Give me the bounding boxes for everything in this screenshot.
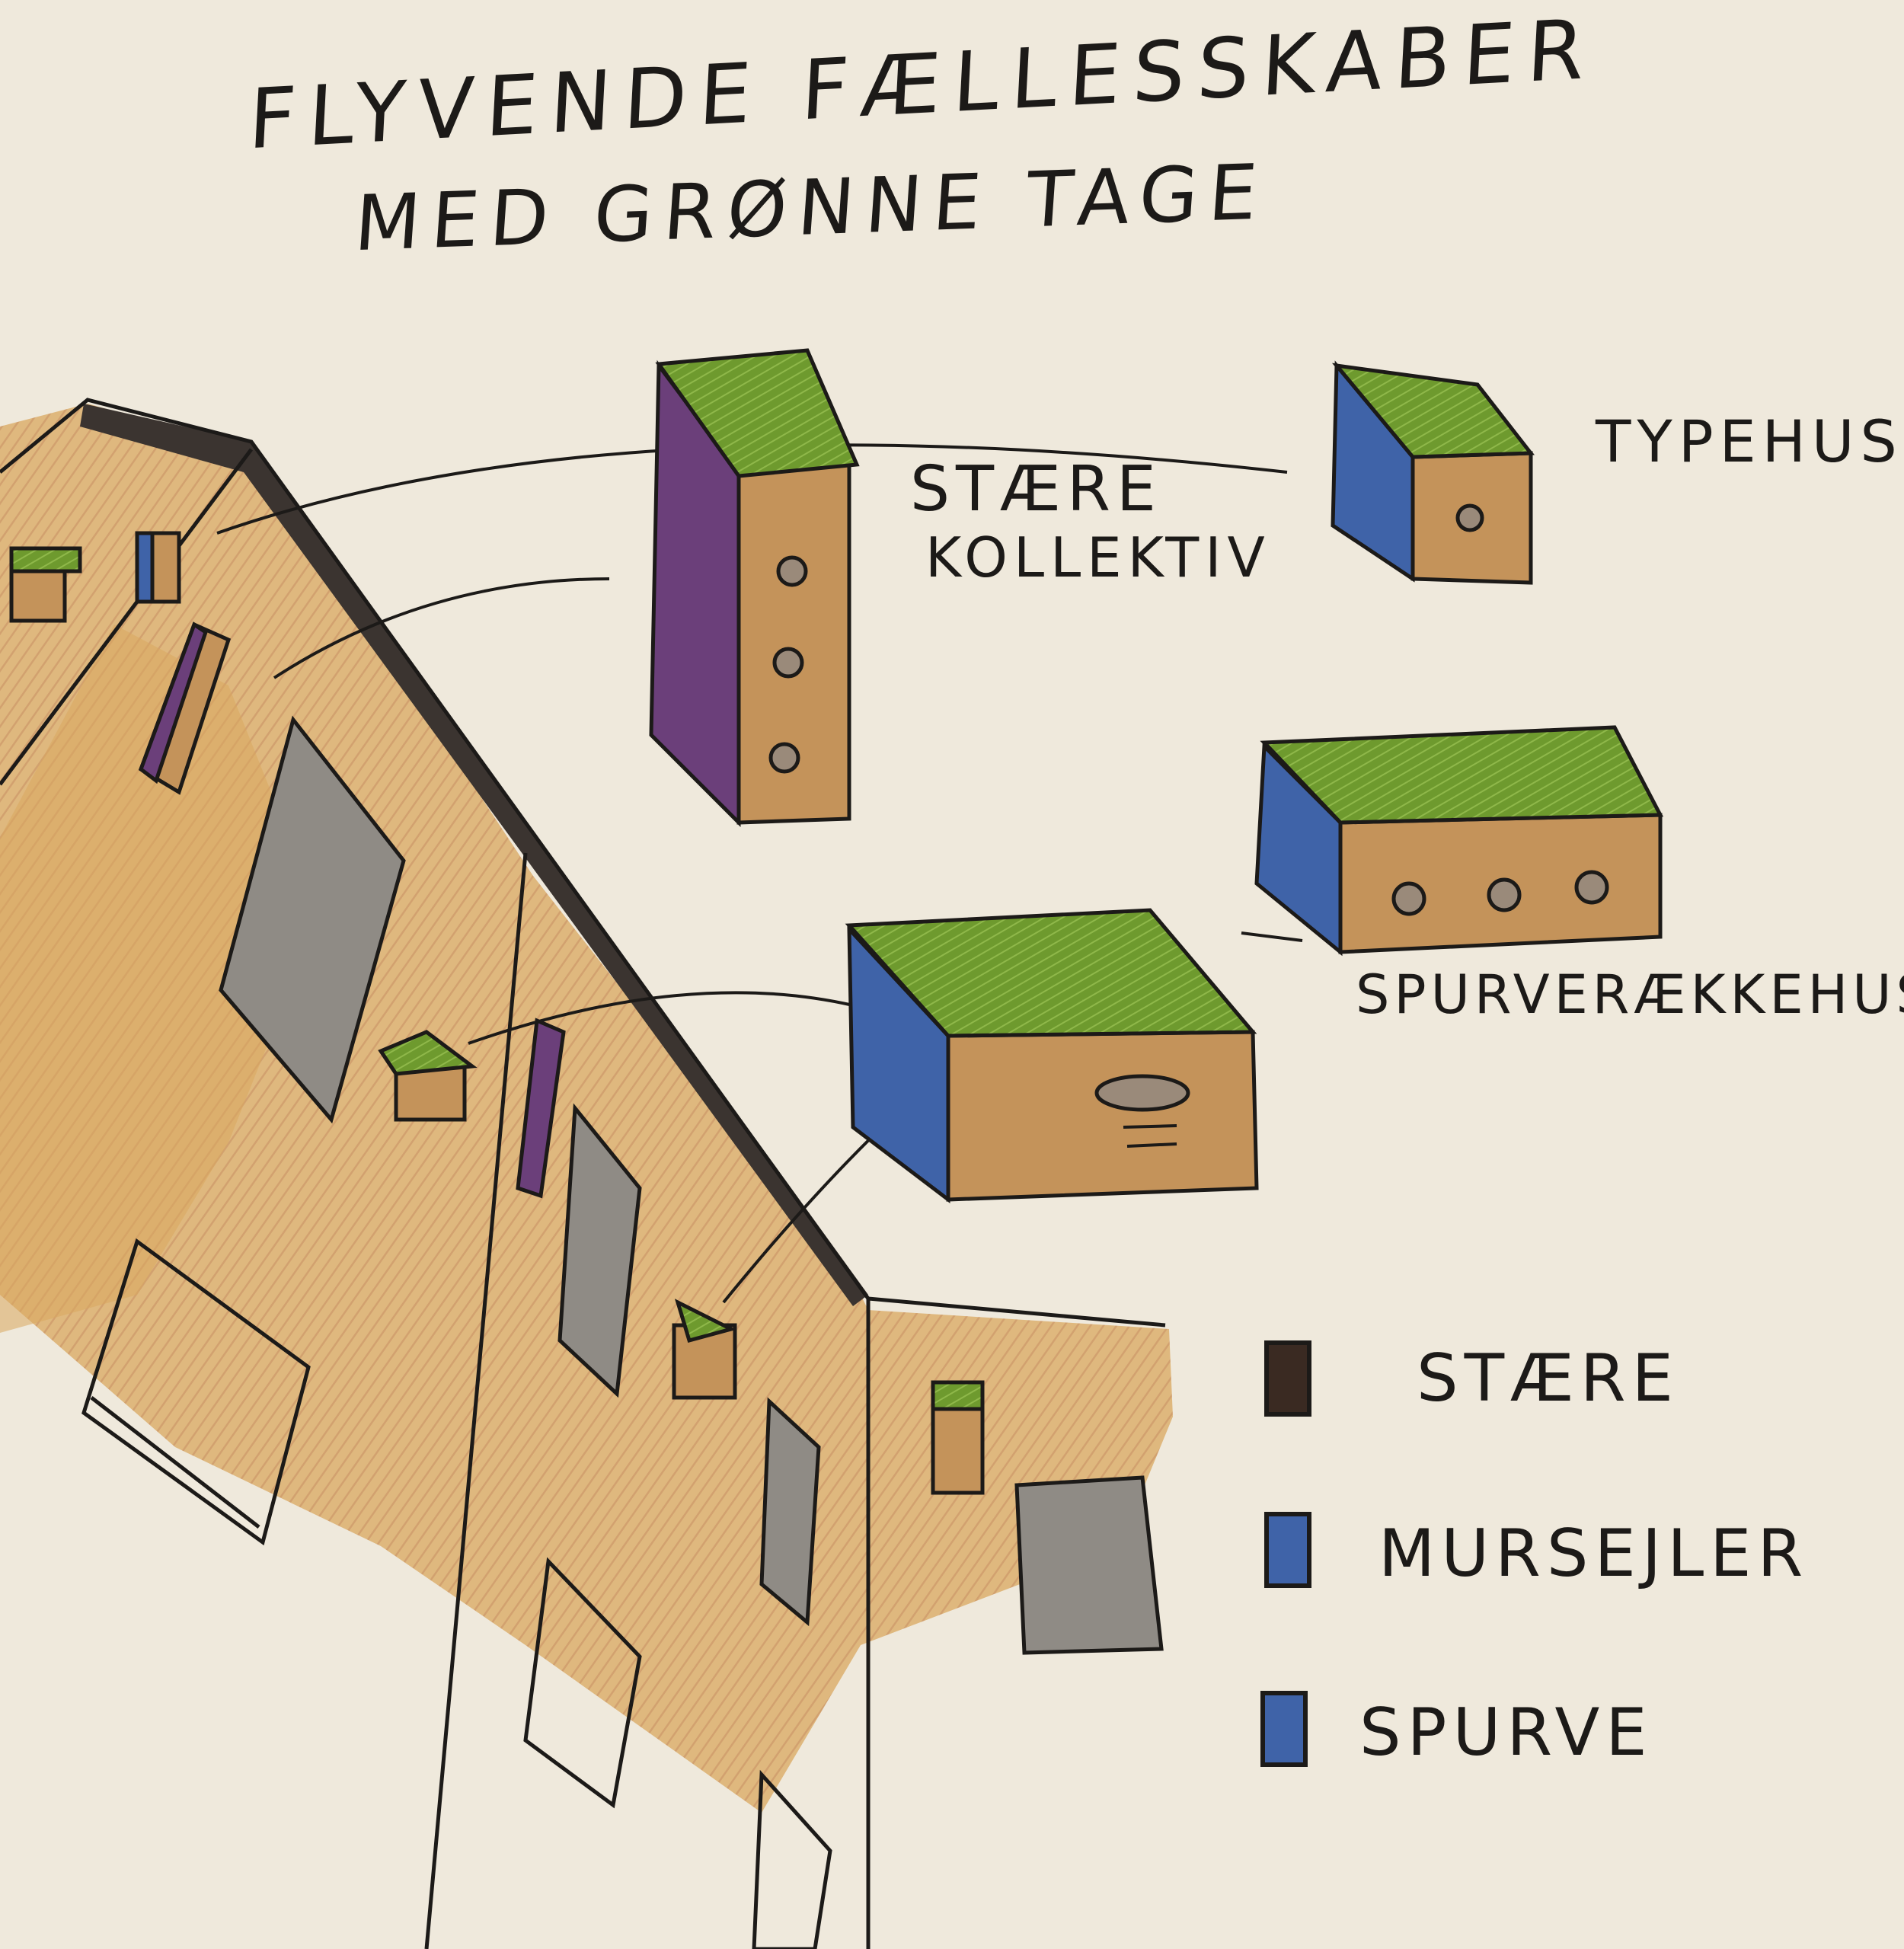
spurve-hole-1 (1391, 881, 1426, 916)
legend-swatch-mursejler (1264, 1512, 1311, 1588)
wall-windows (81, 715, 1164, 1949)
spurve-house (1254, 725, 1664, 957)
spurve-hole-3 (1574, 870, 1609, 905)
building-wall-light (0, 625, 320, 1333)
mursejler-marks (1123, 1124, 1177, 1148)
legend-label-mursejler: MURSEJLER (1378, 1516, 1810, 1592)
mursejler-roof (845, 908, 1257, 1038)
window-right-lower (759, 1397, 821, 1627)
window-large-upper (219, 715, 406, 1124)
wall-birdhouse-1-roof (9, 546, 82, 574)
building-corner-line-2 (0, 448, 253, 786)
legend-swatch-spurve (1260, 1691, 1308, 1767)
building-corner-line (424, 852, 528, 1949)
wall-birdhouse-7 (931, 1403, 985, 1495)
label-typehus: TYPEHUS (1596, 407, 1903, 475)
window-outline-left (81, 1238, 311, 1546)
leader-line-staere (273, 577, 610, 679)
label-spurveraekkehus: SPURVERÆKKEHUS (1356, 963, 1904, 1026)
wall-birdhouse-6-roof (674, 1299, 736, 1344)
wall-birdhouse-7-roof (931, 1380, 985, 1411)
typehus-roof (1331, 363, 1535, 459)
mursejler-house (845, 908, 1259, 1204)
staere-hole-2 (772, 647, 804, 679)
wall-birdhouses (9, 531, 985, 1495)
mursejler-front (946, 1030, 1259, 1202)
wall-birdhouse-2-side (135, 531, 155, 604)
window-small-mid (557, 1103, 642, 1398)
spurve-hole-2 (1487, 877, 1522, 912)
wall-birdhouse-4-roof (378, 1030, 478, 1076)
staere-hole-1 (776, 555, 808, 587)
window-square-right (1014, 1475, 1164, 1655)
legend-label-spurve: SPURVE (1359, 1695, 1653, 1771)
typehus-house (1331, 360, 1535, 585)
roof-ridge (80, 404, 868, 1306)
legend-swatch-staere (1264, 1340, 1311, 1417)
staere-house-roof (655, 348, 860, 478)
spurve-roof (1260, 725, 1664, 825)
staere-hole-3 (768, 742, 800, 774)
wall-birdhouse-3-side (139, 621, 208, 784)
leader-line-spurv-right (1241, 931, 1303, 942)
mursejler-entrance (1094, 1074, 1190, 1112)
legend-label-staere: STÆRE (1417, 1340, 1679, 1417)
window-outline-bottom (523, 1557, 642, 1809)
staere-kollektiv-house (649, 348, 860, 828)
leader-line-spurv (468, 991, 854, 1045)
window-outline-bottom-2 (752, 1769, 832, 1949)
label-staere: STÆRE (910, 453, 1162, 526)
lower-roof-line (867, 1296, 1166, 1328)
label-kollektiv: KOLLEKTIV (925, 526, 1271, 589)
roof-edge-line (0, 398, 871, 1949)
wall-birdhouse-5 (516, 1018, 566, 1199)
typehus-hole (1455, 503, 1484, 532)
